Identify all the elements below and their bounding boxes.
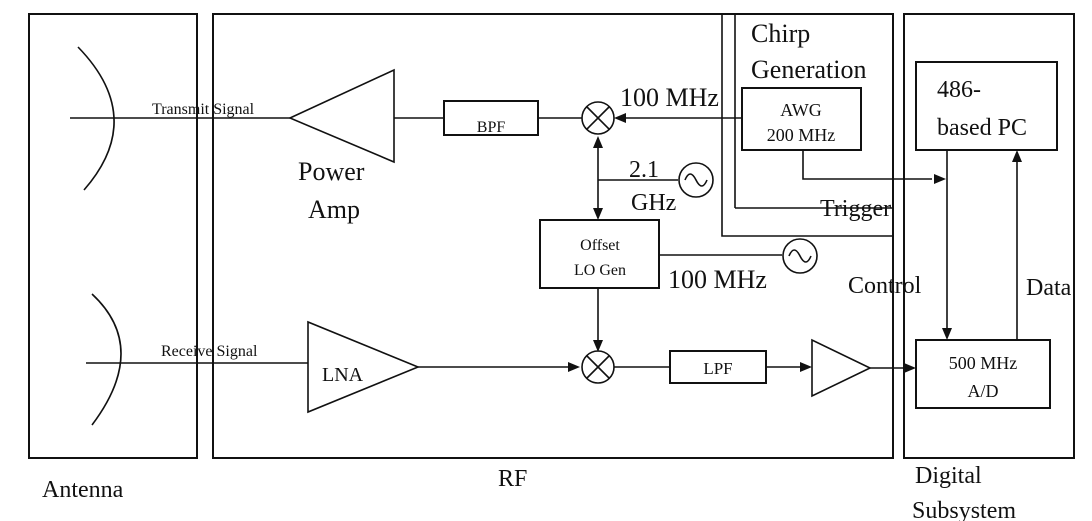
freq-ghz-label: GHz [631,190,676,216]
chirp-generation-frame [734,13,894,209]
rf-section-label: RF [498,466,527,492]
oscillator-21ghz-icon [678,162,714,198]
freq-100mhz-bottom-label: 100 MHz [668,265,767,294]
trigger-wire [802,150,932,180]
freq-100mhz-top-label: 100 MHz [620,83,719,112]
oscillator-100mhz-wave [788,249,812,263]
lpf-amp-arrowhead [800,362,812,372]
antenna-section-frame [28,13,198,459]
lna-label: LNA [322,364,364,386]
offset-lo-label-2: LO Gen [574,262,626,279]
rf-inner-boundary [721,14,893,237]
data-label: Data [1026,275,1072,301]
mixer-offset-arrowhead-up [593,136,603,148]
digital-subsystem-label: Digital [915,463,982,489]
data-arrowhead [1012,150,1022,162]
pc-box [915,61,1058,151]
power-amp-triangle [288,68,395,164]
lna-mixer-arrowhead [568,362,580,372]
digital-subsystem-frame [903,13,1075,459]
baseband-amp-triangle [811,338,872,398]
awg-freq-label: 200 MHz [767,125,836,145]
mixer-offset-arrowhead-down [593,208,603,220]
trigger-arrowhead [934,174,946,184]
bpf-label: BPF [477,119,506,136]
pc-label: 486- [937,77,981,103]
tx-mixer-cross-b [586,106,610,130]
chirp-generation-label: Chirp [751,19,810,48]
lpf-label: LPF [703,359,732,378]
receive-signal-label: Receive Signal [161,343,258,360]
chirp-generation-label-2: Generation [751,55,867,84]
lna-triangle [307,320,421,414]
awg-to-mixer-arrowhead [614,113,626,123]
freq-21-label: 2.1 [629,157,659,183]
awg-box [741,87,862,151]
offset-lo-gen-box [539,219,660,289]
power-amp-label-2: Amp [308,195,360,224]
trigger-label: Trigger [820,196,891,222]
adc-box [915,339,1051,409]
oscillator-21ghz-wave [684,173,708,187]
oscillator-100mhz-icon [782,238,818,274]
receive-antenna-icon [91,293,122,426]
digital-subsystem-label-2: Subsystem [912,498,1016,521]
control-arrowhead [942,328,952,340]
control-label: Control [848,273,922,299]
transmit-signal-label: Transmit Signal [152,101,255,118]
adc-label-2: A/D [968,381,999,401]
amp-adc-arrowhead [904,363,916,373]
pc-label-2: based PC [937,115,1027,141]
power-amp-label: Power [298,157,365,186]
antenna-section-label: Antenna [42,477,124,503]
offset-lo-label: Offset [580,237,620,254]
rx-mixer-cross-b [586,355,610,379]
awg-label: AWG [780,100,822,120]
adc-label: 500 MHz [949,353,1018,373]
offset-rxmixer-arrowhead [593,340,603,352]
